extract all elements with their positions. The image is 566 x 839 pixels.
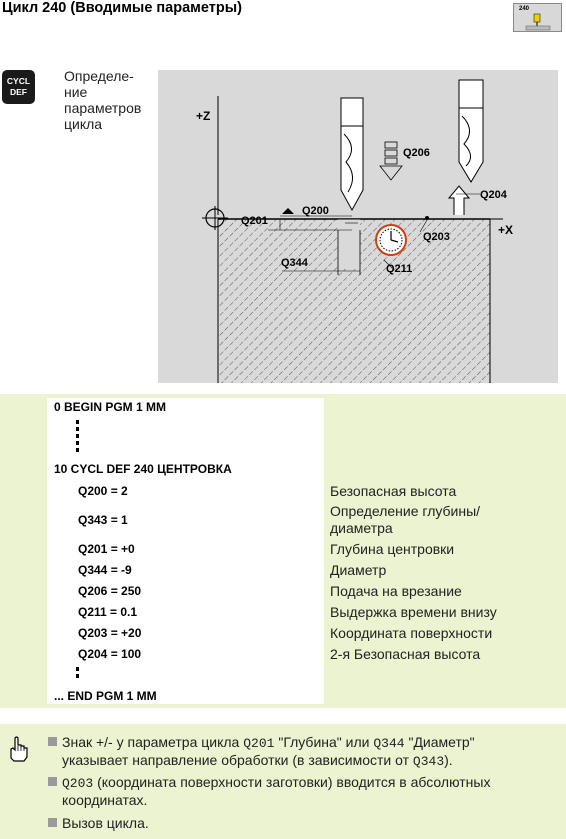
page-title: Цикл 240 (Вводимые параметры) <box>2 0 242 16</box>
program-line: 10 CYCL DEF 240 ЦЕНТРОВКА <box>54 462 232 476</box>
param-description: Подача на врезание <box>330 583 462 599</box>
param-description: 2-я Безопасная высота <box>330 646 481 662</box>
bullet-icon <box>48 777 57 786</box>
nc-program-listing <box>47 398 324 704</box>
param-description: диаметра <box>330 520 393 536</box>
dwell-clock-icon <box>375 224 407 256</box>
param-description: Безопасная высота <box>330 483 457 499</box>
param-description: Определение глубины/ <box>330 503 481 519</box>
cycle-240-icon: 240 <box>513 3 562 32</box>
note-sign-direction: Знак +/- у параметра цикла Q201 "Глубина… <box>48 734 548 770</box>
centering-softkey-glyph <box>525 13 551 31</box>
q201-label: Q201 <box>241 215 268 227</box>
program-line: Q204 = 100 <box>78 647 142 661</box>
q203-label: Q203 <box>423 231 450 243</box>
q200-label: Q200 <box>302 205 329 217</box>
program-line: Q206 = 250 <box>78 584 142 598</box>
cycl-def-key-icon: CYCL DEF <box>2 70 35 104</box>
program-line: Q211 = 0.1 <box>78 605 138 619</box>
section-caption: Определе- ние параметров цикла <box>64 68 142 132</box>
program-line: Q343 = 1 <box>78 513 128 527</box>
param-description: Диаметр <box>330 562 387 578</box>
retract-arrow <box>447 185 471 215</box>
program-line: Q201 = +0 <box>78 542 135 556</box>
param-description: Выдержка времени внизу <box>330 604 497 620</box>
program-line: ... END PGM 1 MM <box>54 689 157 703</box>
centering-diagram: +Z +X Q206 Q204 Q200 Q201 <box>158 70 558 383</box>
drill-left <box>340 97 364 212</box>
continuation-dots <box>76 667 79 681</box>
program-line: Q344 = -9 <box>78 563 132 577</box>
bullet-icon <box>48 818 57 827</box>
note-cycle-call: Вызов цикла. <box>48 815 548 831</box>
pointing-hand-icon <box>10 736 28 762</box>
program-line: 0 BEGIN PGM 1 MM <box>54 400 167 414</box>
x-axis-label: +X <box>498 223 513 237</box>
program-example: 0 BEGIN PGM 1 MM 10 CYCL DEF 240 ЦЕНТРОВ… <box>0 394 566 708</box>
note-surface-coordinate: Q203 (координата поверхности заготовки) … <box>48 774 548 808</box>
param-description: Глубина центровки <box>330 541 455 557</box>
notes-section: Знак +/- у параметра цикла Q201 "Глубина… <box>0 724 566 839</box>
program-line: Q200 = 2 <box>78 484 128 498</box>
q344-label: Q344 <box>281 257 309 269</box>
drill-right <box>458 79 484 183</box>
feed-arrow <box>379 141 403 181</box>
program-line: Q203 = +20 <box>78 626 142 640</box>
continuation-dots <box>76 420 79 455</box>
q204-label: Q204 <box>480 189 508 201</box>
bullet-icon <box>48 737 57 746</box>
q206-label: Q206 <box>403 147 430 159</box>
param-description: Координата поверхности <box>330 625 493 641</box>
q211-label: Q211 <box>386 263 412 275</box>
z-axis-label: +Z <box>196 109 210 123</box>
